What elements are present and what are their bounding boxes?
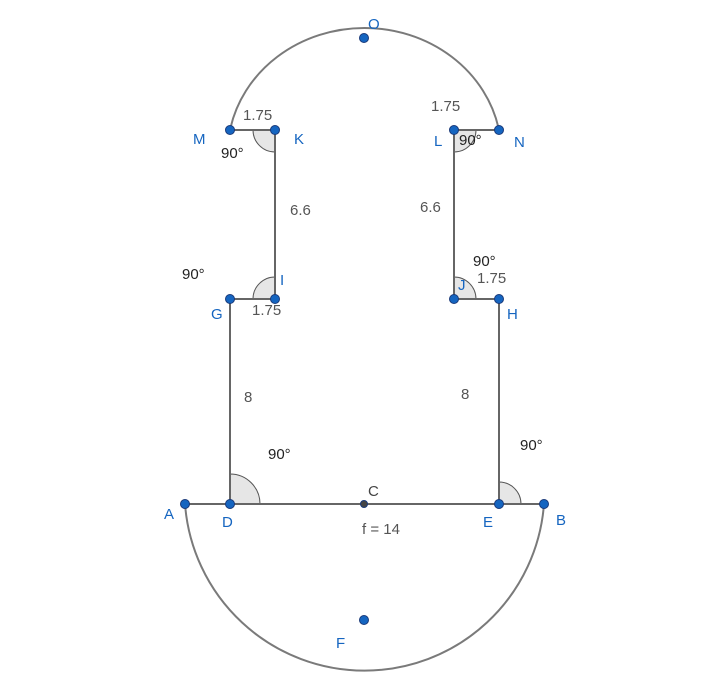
point-C[interactable]: [360, 500, 368, 508]
label-angle-J: 90°: [473, 253, 496, 270]
label-point-D: D: [222, 514, 233, 531]
label-point-O: O: [368, 16, 380, 33]
point-O[interactable]: [359, 33, 369, 43]
arc-MON: [229, 27, 500, 131]
label-segment-DE: f = 14: [362, 521, 400, 538]
point-F[interactable]: [359, 615, 369, 625]
point-N[interactable]: [494, 125, 504, 135]
label-point-E: E: [483, 514, 493, 531]
label-segment-GD: 8: [244, 389, 252, 406]
point-D[interactable]: [225, 499, 235, 509]
angle-marker-D: [229, 473, 261, 505]
label-segment-MK: 1.75: [243, 107, 272, 124]
label-segment-HE: 8: [461, 386, 469, 403]
point-G[interactable]: [225, 294, 235, 304]
point-H[interactable]: [494, 294, 504, 304]
label-point-F: F: [336, 635, 345, 652]
point-J[interactable]: [449, 294, 459, 304]
label-angle-L: 90°: [459, 132, 482, 149]
label-angle-I: 90°: [182, 266, 205, 283]
point-A[interactable]: [180, 499, 190, 509]
label-segment-GI: 1.75: [252, 302, 281, 319]
label-angle-D: 90°: [268, 446, 291, 463]
label-point-I: I: [280, 272, 284, 289]
point-M[interactable]: [225, 125, 235, 135]
label-point-M: M: [193, 131, 206, 148]
label-point-C: C: [368, 483, 379, 500]
label-point-B: B: [556, 512, 566, 529]
arc-AFB: [184, 503, 545, 672]
label-angle-K: 90°: [221, 145, 244, 162]
point-E[interactable]: [494, 499, 504, 509]
label-angle-E: 90°: [520, 437, 543, 454]
label-point-L: L: [434, 133, 442, 150]
label-segment-IK: 6.6: [290, 202, 311, 219]
point-I[interactable]: [270, 294, 280, 304]
label-segment-JH: 1.75: [477, 270, 506, 287]
point-L[interactable]: [449, 125, 459, 135]
label-point-G: G: [211, 306, 223, 323]
point-B[interactable]: [539, 499, 549, 509]
label-point-N: N: [514, 134, 525, 151]
label-segment-JL: 6.6: [420, 199, 441, 216]
label-point-H: H: [507, 306, 518, 323]
label-point-K: K: [294, 131, 304, 148]
label-point-A: A: [164, 506, 174, 523]
label-segment-LN: 1.75: [431, 98, 460, 115]
label-point-J: J: [458, 277, 466, 294]
point-K[interactable]: [270, 125, 280, 135]
